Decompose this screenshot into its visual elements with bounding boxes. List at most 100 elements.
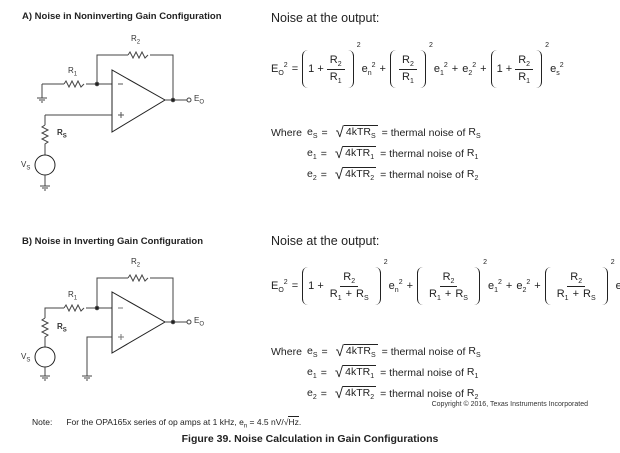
math-symbol: eS xyxy=(307,125,318,140)
operator: + xyxy=(406,280,414,292)
math-symbol: es2 xyxy=(550,61,564,77)
math-symbol: R1 xyxy=(429,287,441,302)
math-symbol: RS xyxy=(356,287,369,302)
operator: + xyxy=(379,63,386,75)
math-symbol: R2 xyxy=(518,53,531,68)
rs-resistor xyxy=(40,317,50,347)
op-amp-polarity-marks xyxy=(118,307,124,340)
panel-a-noise-heading: Noise at the output: xyxy=(271,11,380,25)
math-symbol: es2 xyxy=(615,279,620,292)
math-symbol: e12 xyxy=(487,278,502,294)
square-root: √4kTR1 xyxy=(334,145,377,162)
math-symbol: e1 xyxy=(307,146,317,161)
math-symbol: R2 xyxy=(442,270,455,285)
math-symbol: R2 xyxy=(570,270,583,285)
operator: + xyxy=(451,63,459,75)
operator: + xyxy=(505,280,513,292)
math-symbol: RS xyxy=(468,125,481,140)
math-symbol: en2 xyxy=(388,278,403,294)
math-symbol: R1 xyxy=(556,287,569,302)
math-symbol: R1 xyxy=(466,146,479,161)
thermal-noise-definition: e2=√4kTR2= thermal noise of R2 xyxy=(307,166,479,183)
math-symbol: 4kTR1 xyxy=(345,147,375,161)
noninverting-input-ground xyxy=(82,336,112,381)
math-symbol: e12 xyxy=(433,61,448,77)
square-root: √4kTR2 xyxy=(334,385,377,402)
thermal-noise-definition: e1=√4kTR1= thermal noise of R1 xyxy=(307,364,479,381)
math-symbol: 4kTR1 xyxy=(345,366,375,380)
ground-symbol xyxy=(40,175,50,191)
feedback-wire xyxy=(96,277,174,322)
output-terminal xyxy=(186,319,192,325)
noninverting-circuit-diagram xyxy=(34,50,192,191)
math-symbol: EO2 xyxy=(271,61,288,77)
math-symbol: R2 xyxy=(401,53,414,68)
panel-a-title: A) Noise in Noninverting Gain Configurat… xyxy=(22,11,222,22)
square-root: √4kTR2 xyxy=(334,166,377,183)
op-amp-triangle xyxy=(111,291,167,354)
math-symbol: R2 xyxy=(466,386,479,401)
operator: + xyxy=(534,280,541,292)
math-symbol: en2 xyxy=(361,61,376,77)
op-amp-triangle xyxy=(111,69,166,133)
square-root: √4kTRS xyxy=(335,343,378,360)
math-symbol: RS xyxy=(455,287,468,302)
copyright: Copyright © 2016, Texas Instruments Inco… xyxy=(431,401,588,408)
operator: = xyxy=(291,280,299,292)
op-amp-polarity-marks xyxy=(118,83,124,118)
inverting-input-wire xyxy=(44,307,112,318)
math-symbol: 4kTRS xyxy=(345,345,376,359)
square-root: √4kTR1 xyxy=(334,364,377,381)
math-symbol: RS xyxy=(583,287,596,302)
operator: + xyxy=(480,63,487,75)
math-symbol: R1 xyxy=(329,287,342,302)
math-symbol: 4kTR2 xyxy=(345,387,375,401)
math-symbol: R2 xyxy=(343,270,356,285)
math-symbol: 4kTRS xyxy=(345,126,376,140)
panel-b-noise-heading: Noise at the output: xyxy=(271,234,380,248)
note: Note:For the OPA165x series of op amps a… xyxy=(32,416,302,430)
feedback-wire xyxy=(96,54,174,100)
math-symbol: eS xyxy=(307,344,318,359)
math-symbol: 4kTR2 xyxy=(345,168,375,182)
r2-resistor xyxy=(127,50,149,60)
math-symbol: R1 xyxy=(518,70,531,85)
thermal-noise-definition: e2=√4kTR2= thermal noise of R2 xyxy=(307,385,479,402)
math-symbol: R2 xyxy=(466,167,479,182)
operator: = xyxy=(291,63,299,75)
math-symbol: RS xyxy=(468,344,481,359)
noninverting-input-wire xyxy=(44,114,112,155)
ground-symbol xyxy=(40,367,50,381)
output-terminal xyxy=(186,97,192,103)
square-root: √4kTRS xyxy=(335,124,378,141)
math-symbol: EO2 xyxy=(271,278,288,294)
math-symbol: R1 xyxy=(401,70,414,85)
ground-symbol xyxy=(37,84,47,103)
r1-resistor xyxy=(63,79,85,89)
voltage-source xyxy=(34,346,56,368)
inverting-circuit-diagram xyxy=(34,273,192,381)
thermal-noise-definition: e1=√4kTR1= thermal noise of R1 xyxy=(307,145,479,162)
math-symbol: R1 xyxy=(466,365,479,380)
math-symbol: e2 xyxy=(307,386,317,401)
r2-resistor xyxy=(127,273,149,283)
math-symbol: R1 xyxy=(329,70,342,85)
